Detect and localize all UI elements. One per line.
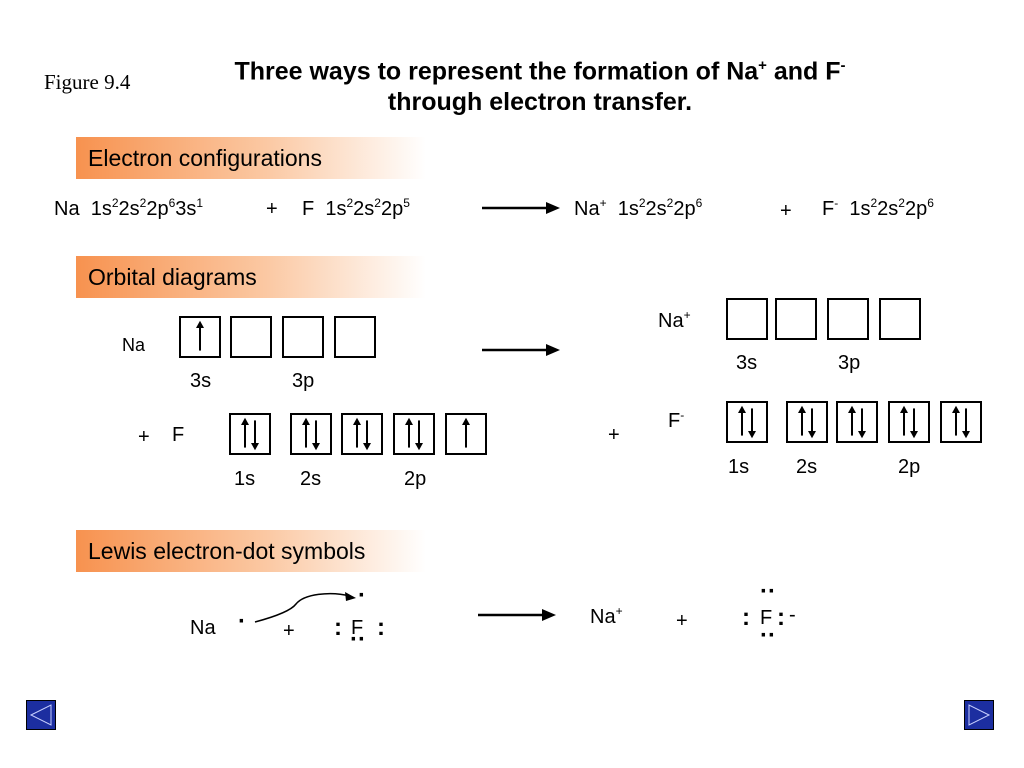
orbital-f-label: F xyxy=(172,424,185,446)
orbital-3s-label: 3s xyxy=(190,370,212,392)
page-title: Three ways to represent the formation of… xyxy=(180,50,900,118)
lewis-f-ion-left-pair: : xyxy=(742,604,750,631)
config-na-ion: Na+ 1s22s22p6 xyxy=(574,196,703,220)
electron-arrows xyxy=(900,405,918,439)
orbital-plus-left: + xyxy=(138,426,150,448)
electron-arrows xyxy=(777,300,815,338)
lewis-f-ion: F xyxy=(760,607,773,629)
config-plus-left: + xyxy=(266,198,278,220)
orbital-box-empty xyxy=(775,298,817,340)
orbital-f-ion-label: F- xyxy=(668,408,685,432)
orbital-box-updown xyxy=(290,413,332,455)
orbital-3p-label-right: 3p xyxy=(838,352,861,374)
electron-arrows xyxy=(353,417,371,451)
reaction-arrow-orbital xyxy=(482,344,560,356)
electron-arrows xyxy=(241,417,259,451)
electron-arrows xyxy=(829,300,867,338)
electron-arrows xyxy=(405,417,423,451)
lewis-plus-right: + xyxy=(676,610,688,632)
prev-slide-button[interactable] xyxy=(26,700,56,730)
right-triangle-icon xyxy=(968,704,991,726)
electron-arrows xyxy=(798,405,816,439)
electron-arrows xyxy=(196,320,204,351)
orbital-box-up xyxy=(179,316,221,358)
orbital-box-empty xyxy=(879,298,921,340)
lewis-f-bottom-pair: ·· xyxy=(350,626,366,653)
orbital-box-empty xyxy=(827,298,869,340)
electron-arrows xyxy=(738,405,756,439)
title-sup-minus: - xyxy=(840,57,846,74)
electron-arrows xyxy=(952,405,970,439)
reaction-arrow-lewis xyxy=(478,609,556,621)
orbital-plus-right: + xyxy=(608,424,620,446)
orbital-box-updown xyxy=(888,401,930,443)
lewis-f: F xyxy=(351,617,364,639)
electron-arrows xyxy=(462,417,470,448)
lewis-f-ion-charge: - xyxy=(789,604,796,626)
orbital-2p-label-left: 2p xyxy=(404,468,427,490)
section-electron-configurations: Electron configurations xyxy=(76,137,426,179)
config-plus-right: + xyxy=(780,200,792,222)
electron-arrows xyxy=(302,417,320,451)
orbital-2p-label-right: 2p xyxy=(898,456,921,478)
lewis-f-ion-right-pair: : xyxy=(777,604,785,631)
config-na: Na 1s22s22p63s1 xyxy=(54,196,204,220)
electron-arrows xyxy=(336,318,374,356)
lewis-na-ion: Na+ xyxy=(590,604,623,628)
title-sup-plus: + xyxy=(758,57,767,74)
orbital-3s-label-right: 3s xyxy=(736,352,758,374)
lewis-na: Na xyxy=(190,617,216,639)
section-orbital-diagrams: Orbital diagrams xyxy=(76,256,426,298)
electron-transfer-arrow xyxy=(254,592,356,623)
orbital-box-up xyxy=(445,413,487,455)
electron-arrows xyxy=(232,318,270,356)
orbital-box-updown xyxy=(341,413,383,455)
orbital-box-updown xyxy=(229,413,271,455)
electron-arrows xyxy=(881,300,919,338)
orbital-2s-label-left: 2s xyxy=(300,468,322,490)
lewis-f-ion-top-pair: ·· xyxy=(760,578,776,605)
orbital-box-updown xyxy=(393,413,435,455)
electron-arrows xyxy=(728,300,766,338)
left-triangle-icon xyxy=(29,704,52,726)
orbital-box-updown xyxy=(786,401,828,443)
lewis-na-electron: · xyxy=(238,608,246,635)
next-slide-button[interactable] xyxy=(964,700,994,730)
orbital-2s-label-right: 2s xyxy=(796,456,818,478)
orbital-1s-label-right: 1s xyxy=(728,456,750,478)
orbital-na-label: Na xyxy=(122,335,146,355)
config-f: F 1s22s22p5 xyxy=(302,196,410,220)
config-f-ion: F- 1s22s22p6 xyxy=(822,196,934,220)
orbital-1s-label-left: 1s xyxy=(234,468,256,490)
lewis-f-ion-bottom-pair: ·· xyxy=(760,622,776,649)
lewis-plus-left: + xyxy=(283,620,295,642)
orbital-box-empty xyxy=(230,316,272,358)
orbital-box-empty xyxy=(282,316,324,358)
orbital-3p-label: 3p xyxy=(292,370,315,392)
title-text-1: Three ways to represent the formation of… xyxy=(234,57,759,86)
electron-arrows xyxy=(284,318,322,356)
reaction-arrow-config xyxy=(482,202,560,214)
orbital-box-updown xyxy=(836,401,878,443)
orbital-box-updown xyxy=(726,401,768,443)
title-text-3: through electron transfer. xyxy=(387,88,693,117)
electron-arrows xyxy=(848,405,866,439)
lewis-f-top-dot: · xyxy=(358,582,366,609)
orbital-na-ion-label: Na+ xyxy=(658,308,691,332)
section-lewis-symbols: Lewis electron-dot symbols xyxy=(76,530,426,572)
lewis-f-right-pair: : xyxy=(377,614,385,641)
orbital-box-empty xyxy=(726,298,768,340)
title-text-2: and F xyxy=(766,57,841,86)
figure-label: Figure 9.4 xyxy=(44,70,131,94)
orbital-box-empty xyxy=(334,316,376,358)
orbital-box-updown xyxy=(940,401,982,443)
lewis-f-left-pair: : xyxy=(334,614,342,641)
